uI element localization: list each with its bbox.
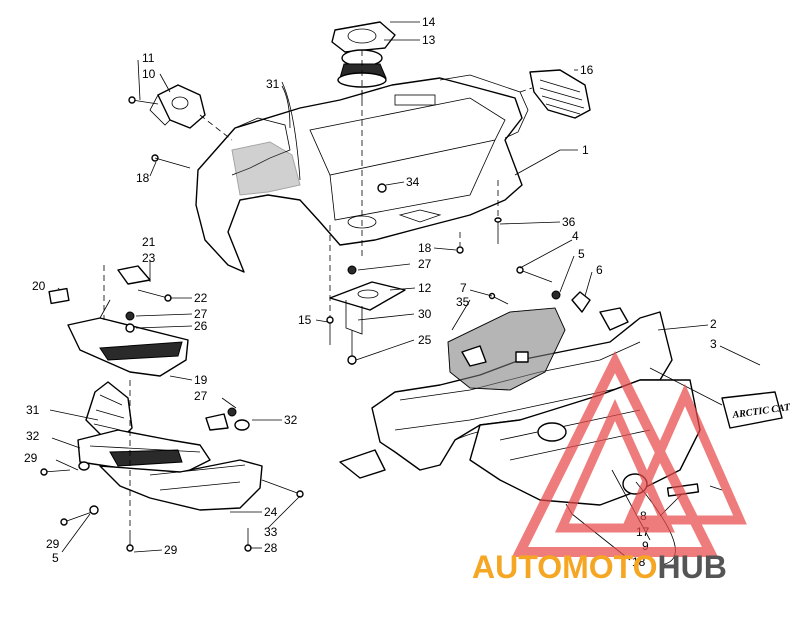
- watermark-triangle-inner: [555, 399, 675, 533]
- callout-31: 31: [266, 77, 280, 91]
- watermark-triangle-right: [623, 383, 747, 525]
- dash-panel: [195, 74, 529, 273]
- callout-27: 27: [418, 257, 432, 271]
- callout-23: 23: [142, 251, 156, 265]
- callout-27: 27: [194, 307, 208, 321]
- callout-16: 16: [580, 63, 594, 77]
- washer-26: [125, 323, 135, 333]
- callout-14: 14: [422, 15, 436, 29]
- decal-3: ARCTIC CAT: [721, 391, 792, 429]
- callout-5: 5: [52, 551, 59, 565]
- callout-3: 3: [710, 337, 717, 351]
- callout-12: 12: [418, 281, 432, 295]
- callout-30: 30: [418, 307, 432, 321]
- callout-22: 22: [194, 291, 208, 305]
- callout-25: 25: [418, 333, 432, 347]
- callout-31: 31: [26, 403, 40, 417]
- vent-grille-16: [529, 69, 591, 119]
- callout-21: 21: [142, 235, 156, 249]
- callout-26: 26: [194, 319, 208, 333]
- callout-32: 32: [284, 413, 298, 427]
- callout-36: 36: [562, 215, 576, 229]
- callout-29: 29: [24, 451, 38, 465]
- callout-32: 32: [26, 429, 40, 443]
- watermark-part1: AUTOMOTO: [472, 549, 657, 585]
- callout-33: 33: [264, 525, 278, 539]
- bracket-6: [571, 291, 629, 331]
- callout-24: 24: [264, 505, 278, 519]
- screw-11: [128, 96, 159, 105]
- watermark-logo: [511, 350, 747, 557]
- screw-33: [261, 479, 304, 498]
- screw-29a: [40, 468, 71, 476]
- callout-34: 34: [406, 175, 420, 189]
- callout-labels: 14 13 11 10 16 31 1 18 34 36 18 4 21 23 …: [24, 15, 717, 569]
- bolt-25: [347, 330, 357, 365]
- callout-19: 19: [194, 373, 208, 387]
- callout-35: 35: [456, 295, 470, 309]
- callout-29: 29: [164, 543, 178, 557]
- callout-9: 9: [642, 539, 649, 553]
- callout-4: 4: [572, 229, 579, 243]
- footrest-19: [67, 299, 189, 377]
- insulation-pad-35: [447, 307, 566, 391]
- callout-2: 2: [710, 317, 717, 331]
- nut-34: [377, 183, 387, 193]
- callout-27: 27: [194, 389, 208, 403]
- callout-18: 18: [632, 555, 646, 569]
- screw-29b: [60, 505, 99, 526]
- callout-10: 10: [142, 67, 156, 81]
- clip-32: [78, 419, 250, 471]
- callout-15: 15: [298, 313, 312, 327]
- lower-cowl-24: [99, 459, 263, 511]
- screw-28: [244, 528, 252, 552]
- callout-20: 20: [32, 279, 46, 293]
- bracket-27c: [205, 407, 237, 431]
- bolt-15: [326, 316, 334, 345]
- fitting-10-11: [149, 84, 206, 129]
- nut-27a: [347, 265, 357, 275]
- boot-plate-14: [331, 21, 396, 53]
- callout-29: 29: [46, 537, 60, 551]
- callout-18: 18: [136, 171, 150, 185]
- callout-1: 1: [582, 143, 589, 157]
- screw-18b: [456, 246, 464, 254]
- callout-7: 7: [460, 281, 467, 295]
- bolt-4: [516, 266, 553, 283]
- callout-5: 5: [578, 247, 585, 261]
- mount-plate-12: [329, 281, 406, 335]
- callout-6: 6: [596, 263, 603, 277]
- bracket-21-23: [117, 260, 151, 285]
- callout-11: 11: [142, 51, 155, 65]
- watermark-part2: HUB: [657, 549, 726, 585]
- watermark-wordmark: AUTOMOTOHUB: [472, 549, 727, 585]
- nut-27b: [125, 311, 135, 321]
- callout-18: 18: [418, 241, 432, 255]
- leader-lines: [49, 21, 761, 561]
- bolt-22: [137, 289, 172, 302]
- bracket-20: [48, 287, 70, 305]
- pin-36: [494, 217, 502, 244]
- tray-assembly: [77, 429, 211, 476]
- washer-5a: [551, 290, 561, 300]
- svg-text:AUTOMOTOHUB: AUTOMOTOHUB: [472, 549, 727, 585]
- callout-13: 13: [422, 33, 436, 47]
- screw-29c: [126, 380, 134, 552]
- callout-28: 28: [264, 541, 278, 555]
